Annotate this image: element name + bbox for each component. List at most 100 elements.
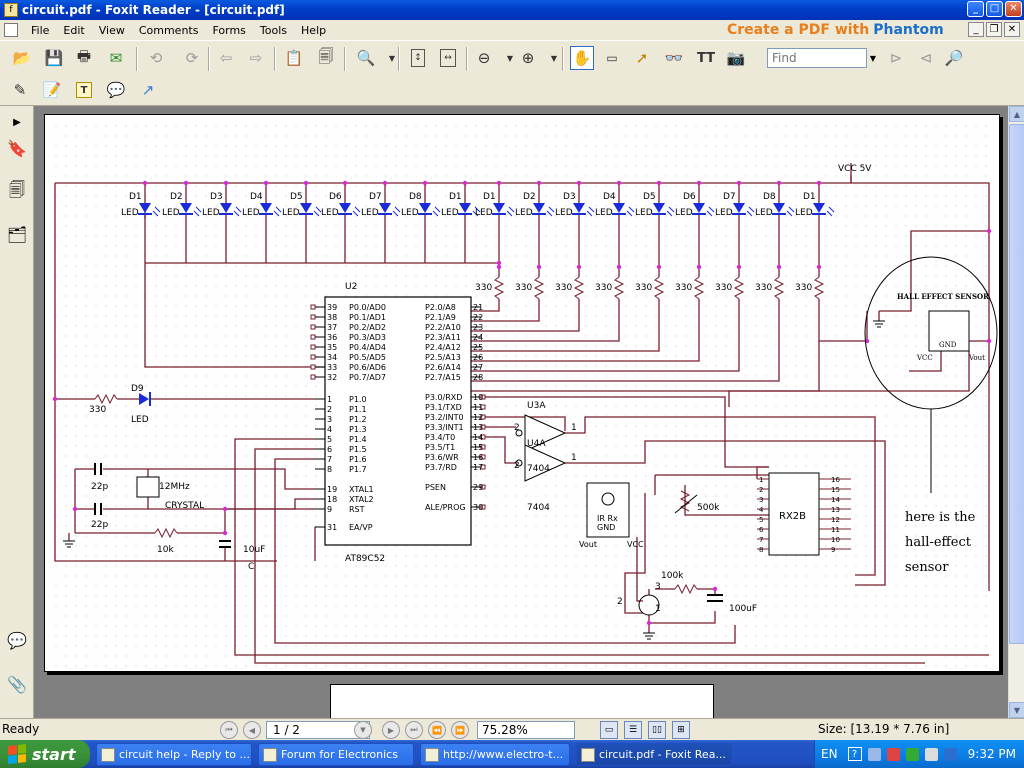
language-indicator[interactable]: EN (821, 747, 838, 761)
first-page-icon[interactable]: ⏮ (220, 721, 238, 739)
junction-dot (576, 180, 582, 186)
minimize-button[interactable]: _ (967, 1, 984, 17)
zoom-out-circle-icon[interactable]: ⊖ (477, 49, 491, 67)
chip-pin-num: 29 (473, 483, 483, 492)
back-icon[interactable]: ⇦ (219, 49, 233, 67)
facing-view-icon[interactable]: ▯▯ (648, 721, 666, 739)
foxit-app-icon[interactable]: f (4, 3, 18, 17)
ad-brand: Phantom (873, 22, 944, 38)
redo-icon[interactable]: ⟳ (185, 49, 199, 67)
taskbar-item[interactable]: circuit help - Reply to ... (96, 743, 252, 766)
save-icon[interactable]: 💾 (44, 49, 64, 67)
junction-dot (382, 180, 388, 186)
pencil-icon[interactable]: ✎ (13, 81, 27, 99)
undo-icon[interactable]: ⟲ (149, 49, 163, 67)
prev-page-icon[interactable]: ◀ (243, 721, 261, 739)
menu-comments[interactable]: Comments (138, 23, 199, 37)
start-button[interactable]: start (0, 740, 90, 768)
chip-pin-num: 3 (327, 415, 332, 424)
zoom-out-dropdown-icon[interactable]: ▼ (506, 53, 514, 63)
fit-width-icon[interactable]: ↔ (436, 46, 460, 70)
chip-pin-name: P2.2/A10 (425, 323, 461, 332)
binoculars-icon[interactable]: 👓 (664, 49, 684, 67)
layers-icon[interactable]: 🗂 (6, 224, 28, 244)
bluetooth-icon[interactable] (943, 747, 957, 761)
menu-file[interactable]: File (31, 23, 50, 37)
help-icon[interactable]: ? (847, 747, 862, 761)
vertical-scrollbar[interactable]: ▲ ▼ (1008, 106, 1024, 718)
attachments-icon[interactable]: 📎 (7, 674, 27, 694)
zoom-in-icon[interactable]: 🔍 (356, 49, 376, 67)
security-alert-icon[interactable] (886, 747, 900, 761)
previous-view-icon[interactable]: ⏪ (428, 721, 446, 739)
maximize-button[interactable]: □ (986, 1, 1003, 17)
zoom-in-dropdown-icon[interactable]: ▼ (550, 53, 558, 63)
search-icon[interactable]: 🔎 (944, 49, 964, 67)
open-icon[interactable]: 📂 (12, 49, 32, 67)
scroll-down-icon[interactable]: ▼ (1009, 702, 1024, 718)
pages-panel-icon[interactable]: 🗐 (9, 179, 25, 199)
zoom-in-circle-icon[interactable]: ⊕ (521, 49, 535, 67)
comments-icon[interactable]: 💬 (7, 630, 27, 650)
callout-icon[interactable]: 💬 (106, 81, 126, 99)
junction-dot (222, 506, 228, 512)
typewriter-icon[interactable]: TT (696, 50, 716, 66)
doc-minimize-button[interactable]: _ (968, 22, 984, 37)
continuous-view-icon[interactable]: ☰ (624, 721, 642, 739)
menu-edit[interactable]: Edit (63, 23, 85, 37)
continuous-facing-view-icon[interactable]: ⊞ (672, 721, 690, 739)
antivirus-icon[interactable] (905, 747, 919, 761)
last-page-icon[interactable]: ⏭ (405, 721, 423, 739)
next-page-icon[interactable]: ▶ (382, 721, 400, 739)
volume-icon[interactable] (924, 747, 938, 761)
find-input[interactable] (767, 48, 867, 68)
hand-tool-icon[interactable]: ✋ (570, 46, 594, 70)
find-dropdown-icon[interactable]: ▼ (869, 53, 877, 63)
arrow-icon[interactable]: ↗ (141, 81, 155, 99)
clipboard-icon[interactable]: 📋 (284, 49, 304, 67)
text-select-icon[interactable]: ▭ (606, 51, 618, 65)
panel-collapse-icon[interactable]: ▶ (13, 116, 21, 128)
taskbar-item[interactable]: http://www.electro-t... (420, 743, 570, 766)
led-ref-label: D7 (723, 192, 736, 202)
scroll-thumb[interactable] (1009, 124, 1024, 644)
forward-icon[interactable]: ⇨ (249, 49, 263, 67)
taskbar-item[interactable]: Forum for Electronics (258, 743, 414, 766)
network-icon[interactable] (867, 747, 881, 761)
zoom-field[interactable]: 75.28% (477, 721, 575, 739)
title-bar[interactable]: f circuit.pdf - Foxit Reader - [circuit.… (0, 0, 1024, 20)
email-icon[interactable]: ✉ (109, 49, 123, 67)
taskbar-item-active[interactable]: circuit.pdf - Foxit Rea... (576, 743, 732, 766)
pages-icon[interactable]: 🗐 (318, 46, 334, 65)
fit-page-icon[interactable]: ↕ (406, 46, 430, 70)
single-page-view-icon[interactable]: ▭ (600, 721, 618, 739)
note-icon[interactable]: 📝 (42, 81, 62, 99)
find-previous-icon[interactable]: ⊳ (889, 49, 903, 67)
scroll-up-icon[interactable]: ▲ (1009, 106, 1024, 122)
zoom-dropdown-icon[interactable]: ▼ (388, 53, 396, 63)
text-box-icon[interactable]: T (72, 78, 96, 102)
phantom-ad-banner[interactable]: Create a PDF with Phantom (727, 20, 944, 40)
print-icon[interactable]: 🖶 (76, 46, 92, 65)
document-icon[interactable] (4, 23, 18, 37)
menu-view[interactable]: View (98, 23, 125, 37)
page-dropdown-icon[interactable]: ▼ (354, 721, 372, 739)
doc-close-button[interactable]: ✕ (1004, 22, 1020, 37)
bookmarks-icon[interactable]: 🔖 (7, 138, 27, 158)
chip-pin-num: 35 (327, 343, 337, 352)
page-number-field[interactable]: 1 / 2 (266, 721, 370, 739)
find-next-icon[interactable]: ⊲ (919, 49, 933, 67)
select-arrow-icon[interactable]: ➚ (635, 49, 649, 67)
snapshot-icon[interactable]: 📷 (726, 49, 746, 67)
menu-help[interactable]: Help (301, 23, 327, 37)
doc-restore-button[interactable]: ❐ (986, 22, 1002, 37)
vcc-label: VCC 5V (838, 164, 872, 174)
led-ref-label: D7 (369, 192, 382, 202)
close-button[interactable]: ✕ (1005, 1, 1022, 17)
next-view-icon[interactable]: ⏩ (451, 721, 469, 739)
menu-tools[interactable]: Tools (259, 23, 288, 37)
resistor-label: 330 (595, 283, 612, 293)
menu-forms[interactable]: Forms (212, 23, 246, 37)
junction-dot (656, 180, 662, 186)
